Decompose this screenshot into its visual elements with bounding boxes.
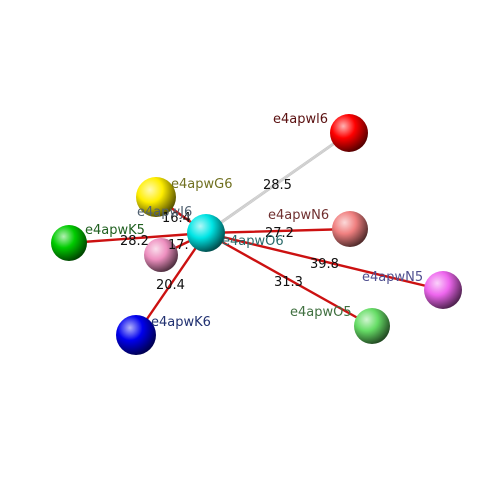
atom-label-J6: e4apwJ6 [137,205,192,220]
bond-N6 [204,227,352,235]
spheres-layer [51,114,462,355]
distance-label-N6: 27.2 [265,226,294,241]
distance-label-N5: 39.8 [310,257,339,272]
atom-sphere-G6 [136,177,176,217]
atom-sphere-K6 [116,315,156,355]
bond-K6 [134,231,208,337]
atom-sphere-N5 [424,271,462,309]
atom-label-K5: e4apwK5 [85,223,145,238]
bond-N5 [204,231,445,292]
atom-label-K6: e4apwK6 [151,315,211,330]
distance-label-K5: 28.2 [120,234,149,249]
atom-label-l6: e4apwl6 [273,112,328,127]
distance-label-O5: 31.3 [274,275,303,290]
atom-sphere-O5 [354,308,390,344]
atom-label-center: e4apwO6 [222,234,284,249]
atom-label-O5: e4apwO5 [290,305,352,320]
atom-sphere-l6 [330,114,368,152]
bond-l6-strand [205,132,350,234]
distance-label-K6: 20.4 [156,278,185,293]
bond-l6-strand [205,131,350,233]
atom-sphere-center [187,214,225,252]
distance-label-G6: 16.4 [162,211,191,226]
bond-K5 [67,231,208,245]
bond-l6-strand [205,133,350,235]
atom-label-N5: e4apwN5 [362,270,423,285]
atom-sphere-J6 [144,238,178,272]
distance-label-J6: 17. [168,238,189,253]
atom-label-N6: e4apwN6 [268,208,329,223]
atom-label-G6: e4apwG6 [171,177,232,192]
bond-O5 [204,231,374,328]
distance-label-l6: 28.5 [263,178,292,193]
atom-sphere-N6 [332,211,368,247]
atom-sphere-K5 [51,225,87,261]
